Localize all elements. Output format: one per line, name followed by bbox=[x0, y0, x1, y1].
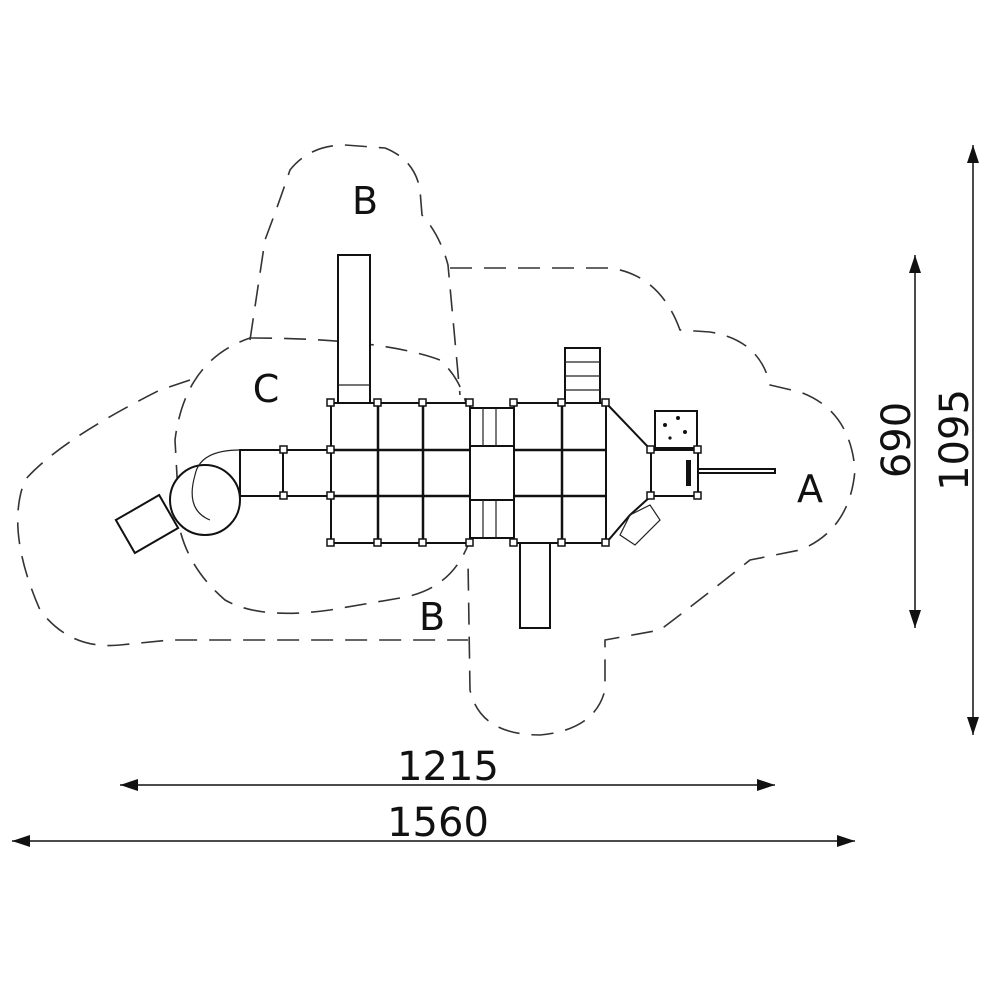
zone-b-bottom-outline bbox=[16, 379, 468, 647]
safety-zone-outlines bbox=[16, 144, 856, 736]
zone-a-label: A bbox=[797, 467, 823, 511]
dimension-label-1560: 1560 bbox=[387, 800, 489, 846]
zone-b-top-outline bbox=[249, 144, 461, 396]
climbing-wall bbox=[654, 410, 698, 449]
zone-c-outline bbox=[174, 337, 471, 615]
side-ladder bbox=[619, 504, 661, 546]
zone-a-outline bbox=[450, 267, 856, 736]
trapezoid-deck bbox=[605, 400, 652, 546]
tube-slide-exit bbox=[114, 493, 180, 555]
bottom-slide bbox=[519, 542, 551, 629]
bridge-bottom bbox=[469, 499, 515, 539]
dimension-label-690: 690 bbox=[874, 402, 920, 478]
dimension-label-1215: 1215 bbox=[397, 744, 499, 790]
play-equipment bbox=[114, 254, 776, 629]
deck-grid bbox=[279, 398, 776, 547]
zone-b-top-label: B bbox=[352, 179, 378, 223]
top-slide bbox=[337, 254, 371, 404]
bridge-top bbox=[469, 407, 515, 447]
zone-b-bottom-label: B bbox=[419, 595, 445, 639]
bar bbox=[697, 468, 776, 474]
tube-slide-spiral bbox=[169, 464, 241, 536]
tube-slide-straight bbox=[239, 449, 286, 497]
dimension-label-1095: 1095 bbox=[932, 389, 978, 491]
zone-c-label: C bbox=[253, 367, 280, 411]
